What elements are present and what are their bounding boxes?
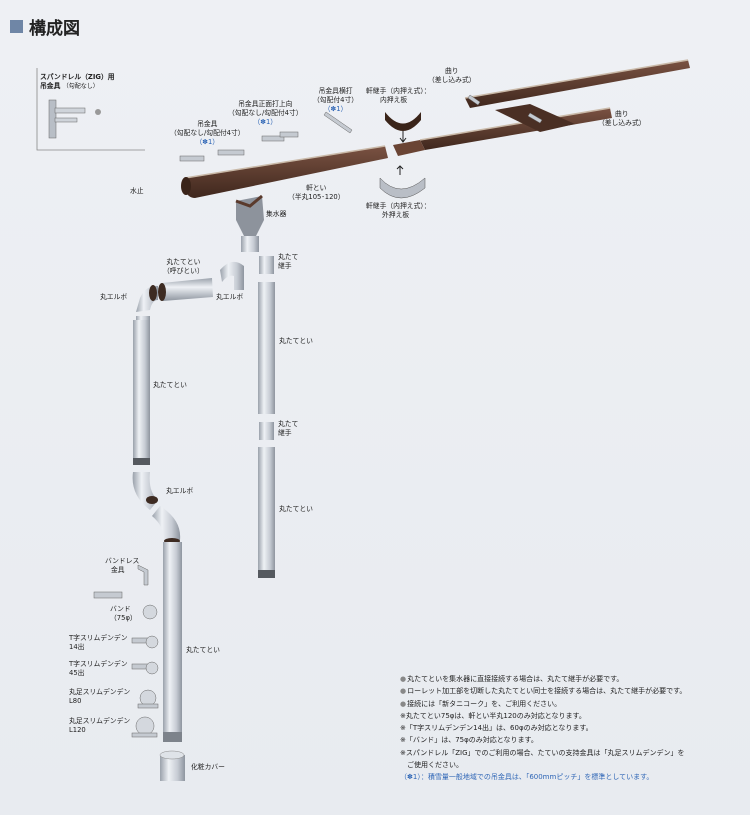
title-text: 構成図 — [29, 19, 80, 39]
label-vertical-joint-2: 丸たて 継手 — [278, 420, 298, 438]
leader-pipe-left — [133, 320, 150, 465]
label-line: 吊金具正面打上向 — [238, 100, 293, 108]
spandrel-inset-box — [36, 68, 145, 151]
label-line: 継手 — [278, 262, 292, 270]
label-pipe-left: 丸たてとい — [153, 381, 187, 389]
label-elbow-left: 丸エルボ — [100, 293, 128, 301]
label-elbow-lower: 丸エルボ — [166, 487, 194, 495]
label-line: 吊金具横打 — [318, 87, 353, 95]
label-eaves-gutter: 軒とい （半丸105･120） — [288, 184, 345, 202]
decorative-cover — [159, 750, 185, 781]
title-square-icon — [10, 20, 23, 33]
label-joint-inner: 軒継手（内押え式）： 内押え板 — [366, 87, 431, 105]
note-line: ※スパンドレル「ZIG」でのご利用の場合、たていの支持金具は「丸足スリムデンデン… — [400, 748, 685, 757]
leader-pipe-right — [258, 256, 275, 578]
label-l80: 丸足スリムデンデン L80 — [69, 688, 130, 706]
collector-box — [235, 194, 264, 252]
label-line: 丸たてとい — [166, 258, 201, 266]
label-t45: T字スリムデンデン 45出 — [69, 660, 128, 678]
label-line: 曲り — [614, 110, 629, 118]
label-line: 軒とい — [306, 184, 327, 192]
label-line: （✽1） — [323, 105, 348, 113]
elbow-lower — [132, 472, 181, 544]
label-line: 金具 — [111, 566, 125, 574]
notes-block: 丸たてといを集水器に直接接続する場合は、丸たて継手が必要です。 ローレット加工部… — [400, 673, 686, 784]
note-line: 丸たてといを集水器に直接接続する場合は、丸たて継手が必要です。 — [400, 673, 686, 685]
joint-plates — [379, 112, 426, 199]
label-pipe-right-1: 丸たてとい — [279, 337, 313, 345]
label-joint-outer: 軒継手（内押え式）： 外押え板 — [366, 202, 431, 220]
note-line: 接続には「新タニコーク」を、ご利用ください。 — [400, 698, 686, 710]
label-line: （呼びとい） — [163, 267, 204, 275]
label-part: 吊金具 — [40, 82, 61, 90]
note-line: ※丸たてとい75φは、軒とい半丸120のみ対応となります。 — [400, 711, 586, 720]
label-bandless: バンドレス 金具 — [105, 557, 139, 575]
note-line: ※「バンド」は、75φのみ対応となります。 — [400, 736, 538, 745]
label-line: 外押え板 — [382, 211, 410, 219]
label-line: 軒継手（内押え式）： — [366, 202, 431, 210]
label-line: （勾配なし/勾配付4寸） — [228, 109, 303, 117]
label-line: 丸たて — [278, 420, 299, 428]
note-line: ご使用ください。 — [400, 761, 463, 770]
label-end-cap: 水止 — [130, 187, 144, 195]
label-t14: T字スリムデンデン 14出 — [69, 634, 128, 652]
small-fittings — [93, 564, 159, 738]
gutter-upper — [181, 59, 690, 198]
label-elbow-mid: 丸エルボ — [216, 293, 244, 301]
label-part: （勾配なし） — [62, 83, 99, 90]
label-line: バンド — [110, 605, 131, 613]
label-pipe-right-2: 丸たてとい — [279, 505, 313, 513]
label-line: T字スリムデンデン — [69, 660, 128, 668]
label-line: スパンドレル（ZIG）用 — [40, 73, 115, 81]
label-hanger-front: 吊金具正面打上向 （勾配なし/勾配付4寸） （✽1） — [228, 100, 303, 127]
label-line: （半丸105･120） — [288, 193, 345, 201]
label-line: バンドレス — [105, 557, 140, 565]
note-line: ローレット加工部を切断した丸たてとい同士を接続する場合は、丸たて継手が必要です。 — [400, 685, 686, 697]
label-line: （差し込み式） — [428, 76, 476, 84]
label-line: 吊金具 — [197, 120, 218, 128]
label-line: 丸たて — [278, 253, 299, 261]
label-line: 継手 — [278, 429, 292, 437]
label-collector: 集水器 — [266, 210, 287, 218]
label-line: （勾配なし/勾配付4寸） — [170, 129, 245, 137]
note-line: （✽1）：積雪量一般地域での吊金具は、「600mmピッチ」を標準としています。 — [400, 773, 654, 782]
label-line: 吊金具 （勾配なし） — [40, 82, 115, 91]
label-line: （75φ） — [110, 614, 137, 622]
label-line: T字スリムデンデン — [69, 634, 128, 642]
label-line: 丸足スリムデンデン — [69, 717, 131, 725]
label-pipe-main: 丸たてとい — [186, 646, 220, 654]
leader-pipe-main — [163, 542, 182, 742]
label-spandrel-title: スパンドレル（ZIG）用 吊金具 （勾配なし） — [40, 73, 115, 91]
note-line: ※「T字スリムデンデン14出」は、60φのみ対応となります。 — [400, 724, 593, 733]
label-line: L80 — [69, 697, 82, 705]
label-line: 内押え板 — [380, 96, 408, 104]
label-line: （勾配付4寸） — [313, 96, 359, 104]
label-line: 軒継手（内押え式）： — [366, 87, 431, 95]
label-band: バンド （75φ） — [110, 605, 137, 623]
label-line: 45出 — [69, 669, 85, 677]
label-line: （✽1） — [253, 118, 278, 126]
label-line: （✽1） — [195, 138, 220, 146]
leader-pipe-upper — [136, 261, 244, 324]
page-title: 構成図 — [10, 14, 80, 39]
label-line: L120 — [69, 726, 86, 734]
label-call-pipe: 丸たてとい （呼びとい） — [163, 258, 204, 276]
label-line: （差し込み式） — [598, 119, 646, 127]
label-bend-right: 曲り （差し込み式） — [598, 110, 646, 128]
hanger-parts — [179, 94, 543, 162]
label-line: 曲り — [444, 67, 459, 75]
label-cover: 化粧カバー — [191, 763, 225, 771]
label-line: 丸足スリムデンデン — [69, 688, 131, 696]
label-vertical-joint-1: 丸たて 継手 — [278, 253, 298, 271]
label-hanger-side: 吊金具横打 （勾配付4寸） （✽1） — [313, 87, 358, 114]
label-bend-top: 曲り （差し込み式） — [428, 67, 476, 85]
label-hanger: 吊金具 （勾配なし/勾配付4寸） （✽1） — [170, 120, 245, 147]
label-l120: 丸足スリムデンデン L120 — [69, 717, 130, 735]
label-line: 14出 — [69, 643, 85, 651]
